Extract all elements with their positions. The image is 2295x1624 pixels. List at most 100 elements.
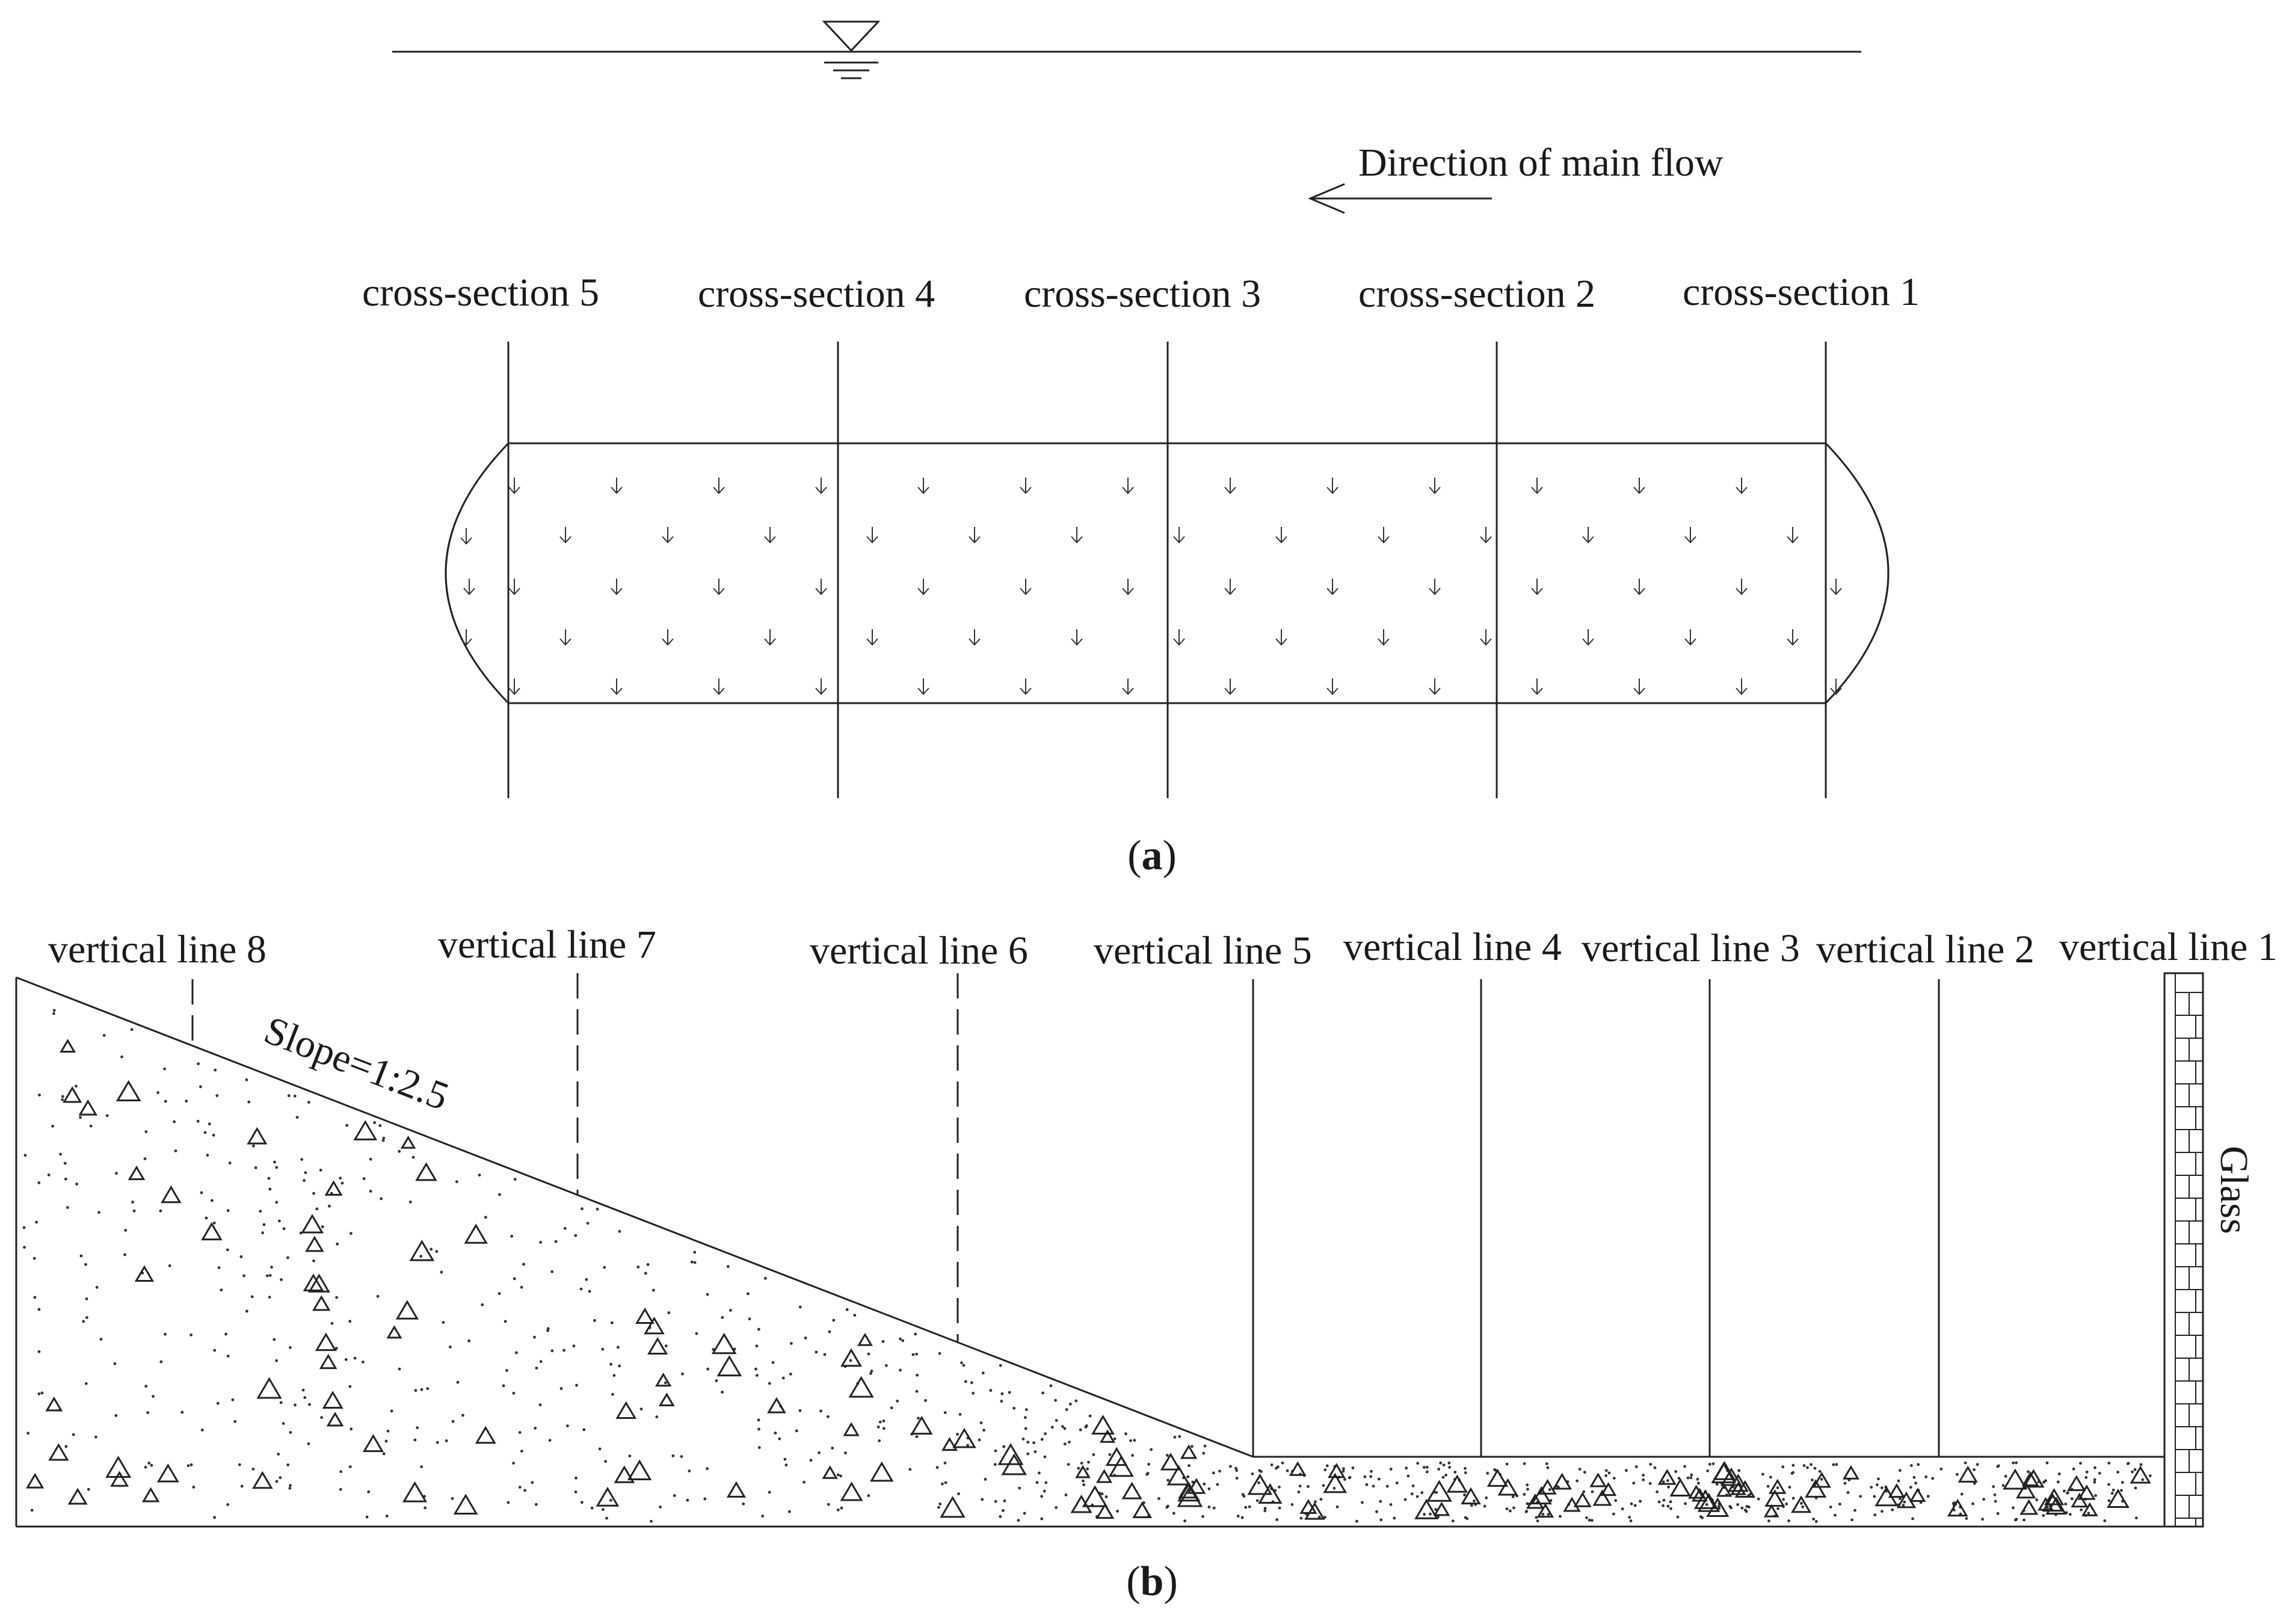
gravel-triangle-icon xyxy=(26,1472,45,1489)
sediment-dot xyxy=(1035,1481,1039,1484)
sediment-dot xyxy=(757,1327,760,1331)
sediment-dot xyxy=(1054,1398,1057,1402)
sediment-dot xyxy=(1585,1516,1588,1519)
patch-cap-right xyxy=(1825,442,1890,704)
sediment-dot xyxy=(1166,1454,1169,1457)
sediment-dot xyxy=(369,1157,372,1161)
sediment-dot xyxy=(778,1437,781,1441)
sediment-dot xyxy=(2107,1462,2111,1465)
gravel-triangle-icon xyxy=(1099,1429,1116,1443)
sediment-dot xyxy=(1669,1500,1672,1504)
sediment-dot xyxy=(102,1034,106,1037)
gravel-triangle-icon xyxy=(1536,1503,1554,1518)
gravel-triangle-icon xyxy=(386,1325,402,1339)
gravel-triangle-icon xyxy=(63,1086,82,1103)
vegetation-stem-icon xyxy=(1429,678,1441,695)
sediment-dot xyxy=(2133,1468,2137,1471)
gravel-triangle-icon xyxy=(1289,1461,1307,1476)
sediment-dot xyxy=(617,1346,620,1349)
sediment-dot xyxy=(819,1409,822,1413)
gravel-triangle-icon xyxy=(1247,1473,1273,1495)
sediment-dot xyxy=(1676,1515,1680,1519)
sediment-dot xyxy=(120,1055,123,1059)
vegetation-stem-icon xyxy=(1736,478,1748,494)
sediment-dot xyxy=(1131,1454,1134,1457)
sediment-dot xyxy=(703,1497,707,1501)
sediment-dot xyxy=(89,1124,93,1128)
sediment-dot xyxy=(2127,1462,2130,1465)
sediment-dot xyxy=(1965,1517,1968,1521)
gravel-triangle-icon xyxy=(415,1162,437,1181)
gravel-triangle-icon xyxy=(48,1443,69,1461)
sediment-dot xyxy=(59,1152,62,1156)
sediment-dot xyxy=(1216,1483,1219,1486)
sediment-dot xyxy=(254,1166,257,1169)
vegetation-stem-icon xyxy=(559,629,571,646)
gravel-triangle-icon xyxy=(1108,1455,1134,1477)
cross-section-label-2: cross-section 2 xyxy=(1358,272,1595,316)
sediment-dot xyxy=(445,1439,448,1442)
sediment-dot xyxy=(1064,1493,1068,1496)
vegetation-stem-icon xyxy=(508,579,520,595)
vegetation-stem-icon xyxy=(866,527,878,544)
vegetation-stem-icon xyxy=(1633,678,1645,695)
sediment-dot xyxy=(914,1332,917,1336)
gravel-triangle-icon xyxy=(1552,1472,1572,1490)
gravel-triangle-icon xyxy=(362,1434,384,1453)
sediment-dot xyxy=(2139,1463,2143,1466)
sediment-dot xyxy=(37,1392,41,1395)
sediment-dot xyxy=(340,1181,344,1185)
sediment-dot xyxy=(1523,1462,1526,1465)
gravel-triangle-icon xyxy=(822,1465,838,1479)
sediment-dot xyxy=(1973,1468,1976,1471)
sediment-dot xyxy=(199,1085,202,1089)
sediment-dot xyxy=(1379,1499,1382,1503)
vegetation-stem-icon xyxy=(917,478,929,494)
sediment-dot xyxy=(1505,1507,1509,1511)
sediment-dot xyxy=(512,1391,516,1395)
sediment-dot xyxy=(413,1438,417,1442)
sediment-dot xyxy=(226,1209,230,1213)
sediment-dot xyxy=(1463,1493,1466,1496)
gravel-triangle-icon xyxy=(1187,1478,1206,1494)
sediment-dot xyxy=(1696,1477,1699,1481)
sediment-dot xyxy=(655,1415,659,1419)
sediment-dot xyxy=(520,1450,523,1453)
gravel-triangle-icon xyxy=(1657,1469,1677,1485)
gravel-triangle-icon xyxy=(2045,1496,2067,1515)
sediment-dot xyxy=(1465,1517,1469,1521)
sediment-dot xyxy=(869,1372,872,1375)
sediment-dot xyxy=(307,1101,310,1104)
sediment-dot xyxy=(981,1371,985,1375)
gravel-triangle-icon xyxy=(1688,1484,1705,1499)
sediment-dot xyxy=(1355,1519,1358,1523)
gravel-triangle-icon xyxy=(1299,1499,1317,1514)
sediment-dot xyxy=(876,1426,880,1429)
sediment-dot xyxy=(1748,1493,1752,1496)
sediment-dot xyxy=(1677,1477,1681,1480)
gravel-triangle-icon xyxy=(644,1317,665,1335)
sediment-dot xyxy=(747,1292,750,1296)
sediment-dot xyxy=(353,1356,357,1360)
sediment-dot xyxy=(1000,1392,1004,1395)
sediment-dot xyxy=(1657,1500,1661,1504)
sediment-dot xyxy=(1917,1463,1920,1466)
gravel-triangle-icon xyxy=(910,1415,933,1435)
sediment-dot xyxy=(192,1486,196,1489)
sediment-dot xyxy=(224,1332,227,1336)
sediment-dot xyxy=(1026,1441,1030,1444)
sediment-dot xyxy=(2084,1476,2088,1479)
sediment-dot xyxy=(1820,1478,1823,1481)
sediment-dot xyxy=(1061,1425,1064,1429)
sediment-dot xyxy=(382,1452,386,1456)
sediment-dot xyxy=(411,1155,415,1159)
gravel-triangle-icon xyxy=(2081,1502,2098,1516)
sediment-dot xyxy=(2066,1491,2069,1495)
sediment-dot xyxy=(1604,1469,1608,1472)
sediment-dot xyxy=(1448,1466,1452,1469)
sediment-dot xyxy=(790,1342,793,1346)
sediment-dot xyxy=(1067,1463,1070,1466)
sediment-dot xyxy=(380,1197,383,1201)
gravel-triangle-icon xyxy=(1720,1467,1743,1486)
sediment-dot xyxy=(2068,1513,2072,1516)
